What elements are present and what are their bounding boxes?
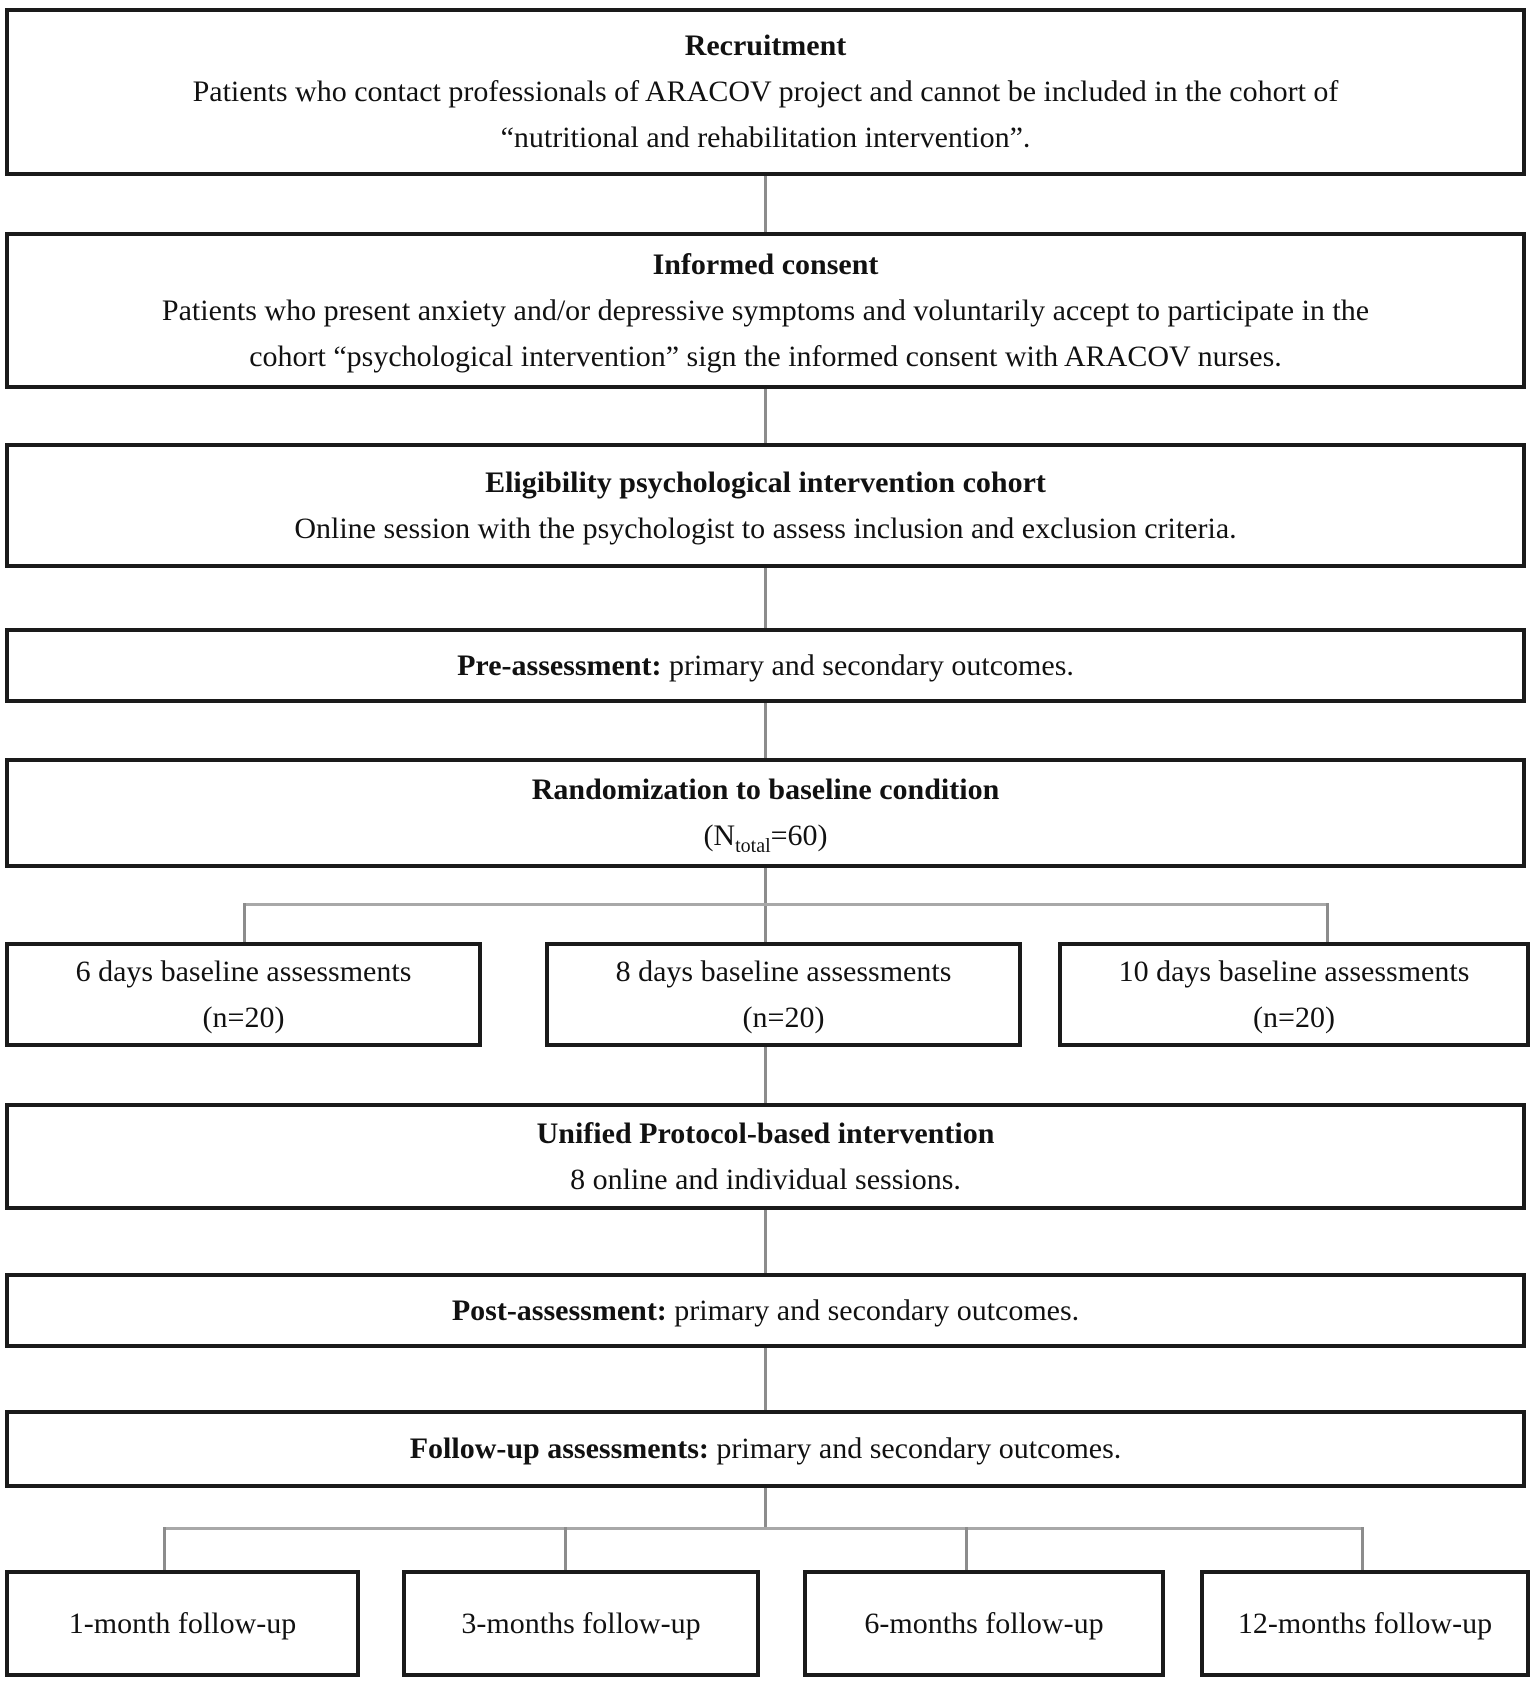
branch-bar-baseline <box>243 903 1329 906</box>
box-randomization-title: Randomization to baseline condition <box>531 773 1000 806</box>
box-recruitment-line-1: Patients who contact professionals of AR… <box>192 75 1339 108</box>
pre-assessment-label: Pre-assessment: <box>457 648 662 682</box>
box-pre-assessment: Pre-assessment: primary and secondary ou… <box>5 628 1526 703</box>
box-eligibility: Eligibility psychological intervention c… <box>5 443 1526 568</box>
box-baseline-10-days: 10 days baseline assessments (n=20) <box>1058 942 1530 1047</box>
box-randomization: Randomization to baseline condition (Nto… <box>5 758 1526 868</box>
box-baseline-6-days: 6 days baseline assessments (n=20) <box>5 942 482 1047</box>
box-pre-assessment-line: Pre-assessment: primary and secondary ou… <box>457 643 1074 689</box>
box-follow-up-6-months: 6-months follow-up <box>803 1570 1165 1677</box>
box-randomization-n-line: (Ntotal=60) <box>703 813 827 859</box>
branch-drop-fu-1m <box>163 1527 166 1572</box>
box-recruitment-title: Recruitment <box>684 29 847 62</box>
branch-drop-fu-3m <box>564 1527 567 1572</box>
box-informed-consent-line-1: Patients who present anxiety and/or depr… <box>161 293 1370 327</box>
baseline-10-label: 10 days baseline assessments <box>1118 954 1470 988</box>
box-unified-protocol: Unified Protocol-based intervention 8 on… <box>5 1103 1526 1210</box>
box-informed-consent-title: Informed consent <box>652 247 879 281</box>
box-follow-up-12-months: 12-months follow-up <box>1200 1570 1530 1677</box>
post-assessment-label: Post-assessment: <box>451 1293 667 1327</box>
baseline-8-n: (n=20) <box>742 1000 825 1034</box>
branch-drop-fu-12m <box>1361 1527 1364 1572</box>
branch-drop-baseline-10 <box>1326 903 1329 944</box>
n-subscript: total <box>735 835 771 857</box>
pre-assessment-text: primary and secondary outcomes. <box>661 648 1074 682</box>
branch-bar-followup <box>163 1527 1364 1530</box>
box-recruitment-line-2: “nutritional and rehabilitation interven… <box>500 121 1031 154</box>
box-baseline-8-days: 8 days baseline assessments (n=20) <box>545 942 1022 1047</box>
box-informed-consent: Informed consent Patients who present an… <box>5 232 1526 389</box>
connector-eligibility-preassessment <box>764 566 767 630</box>
connector-recruitment-consent <box>764 176 767 234</box>
box-follow-up-3-months: 3-months follow-up <box>402 1570 760 1677</box>
follow-up-6-months-label: 6-months follow-up <box>864 1606 1104 1640</box>
follow-up-assessments-line: Follow-up assessments: primary and secon… <box>410 1426 1122 1472</box>
follow-up-text: primary and secondary outcomes. <box>708 1432 1122 1465</box>
follow-up-1-month-label: 1-month follow-up <box>68 1606 297 1640</box>
connector-consent-eligibility <box>764 387 767 445</box>
connector-postassessment-followup <box>764 1346 767 1412</box>
connector-followup-branch <box>764 1486 767 1530</box>
box-follow-up-assessments: Follow-up assessments: primary and secon… <box>5 1410 1526 1488</box>
box-eligibility-line-1: Online session with the psychologist to … <box>294 511 1237 545</box>
follow-up-label: Follow-up assessments: <box>409 1432 709 1465</box>
box-unified-protocol-title: Unified Protocol-based intervention <box>536 1116 995 1150</box>
baseline-6-label: 6 days baseline assessments <box>75 954 412 988</box>
connector-unified-postassessment <box>764 1208 767 1275</box>
box-recruitment: Recruitment Patients who contact profess… <box>5 8 1526 176</box>
follow-up-3-months-label: 3-months follow-up <box>461 1606 701 1640</box>
n-close: =60) <box>770 819 828 852</box>
box-post-assessment: Post-assessment: primary and secondary o… <box>5 1273 1526 1348</box>
box-eligibility-title: Eligibility psychological intervention c… <box>485 465 1046 499</box>
baseline-10-n: (n=20) <box>1253 1000 1335 1034</box>
post-assessment-text: primary and secondary outcomes. <box>666 1293 1080 1327</box>
follow-up-12-months-label: 12-months follow-up <box>1237 1606 1493 1640</box>
box-post-assessment-line: Post-assessment: primary and secondary o… <box>452 1288 1079 1334</box>
branch-drop-fu-6m <box>965 1527 968 1572</box>
box-informed-consent-line-2: cohort “psychological intervention” sign… <box>249 339 1282 373</box>
box-follow-up-1-month: 1-month follow-up <box>5 1570 360 1677</box>
connector-baseline8-unified <box>764 1045 767 1105</box>
n-open: (N <box>703 819 736 852</box>
box-unified-protocol-line-1: 8 online and individual sessions. <box>570 1162 961 1196</box>
connector-preassessment-randomization <box>764 701 767 760</box>
baseline-8-label: 8 days baseline assessments <box>615 954 952 988</box>
baseline-6-n: (n=20) <box>202 1000 285 1034</box>
branch-drop-baseline-6 <box>243 903 246 944</box>
